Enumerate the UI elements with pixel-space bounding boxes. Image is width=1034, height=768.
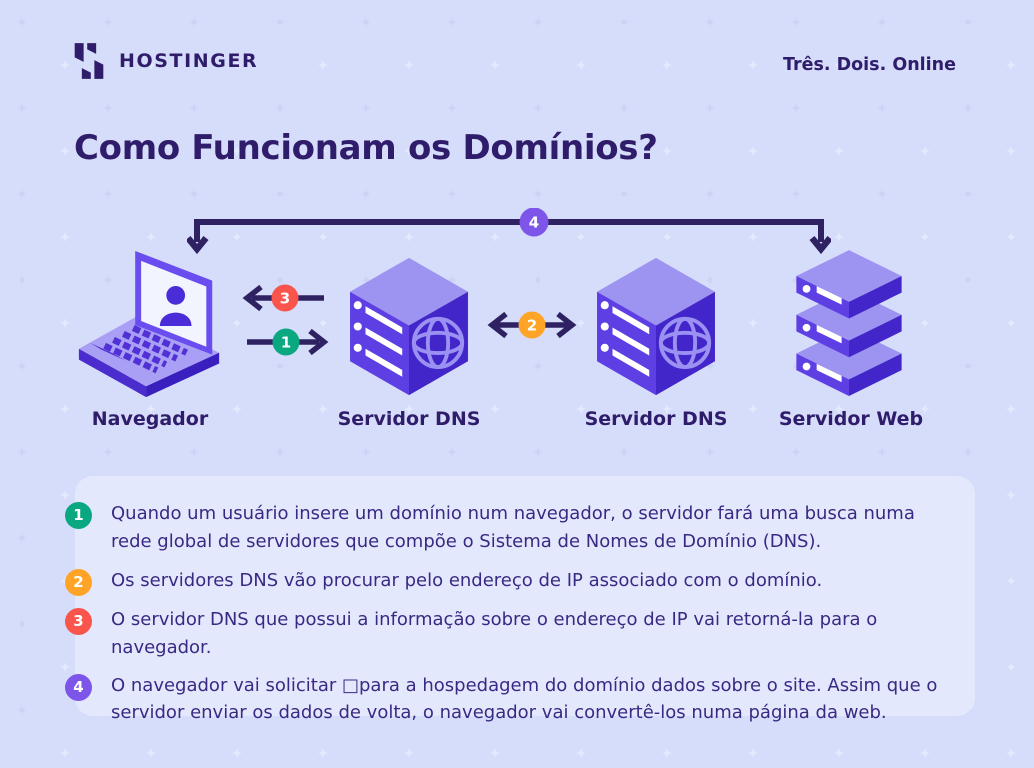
arrow-badge-4-number: 4: [529, 214, 539, 232]
steps-panel: 1 Quando um usuário insere um domínio nu…: [65, 476, 975, 723]
request-arrow-1: 1: [247, 328, 329, 356]
web-server-illustration: [796, 250, 902, 396]
server-slots: [353, 301, 403, 377]
person-icon: [159, 285, 192, 326]
step-badge-2: 2: [65, 569, 92, 597]
server-slots: [600, 301, 650, 377]
dns-server-1-illustration: [350, 257, 468, 396]
globe-icon: [658, 316, 712, 370]
arrow-badge-3-number: 3: [280, 290, 290, 308]
arrow-badge-1: [272, 328, 300, 356]
brand-name: HOSTINGER: [119, 50, 259, 72]
request-route-4-arrow: 4: [187, 208, 831, 255]
arrow-badge-2-number: 2: [527, 317, 537, 335]
step-badge-1: 1: [65, 502, 92, 529]
hostinger-logo: HOSTINGER: [72, 42, 258, 80]
dns-server-2-illustration: [597, 257, 715, 396]
node-label-dns-server-1: Servidor DNS: [337, 408, 481, 430]
step-item-4: 4 O navegador vai solicitar □para a hosp…: [65, 672, 945, 727]
node-label-dns-server-2: Servidor DNS: [584, 408, 728, 430]
step-text-2: Os servidores DNS vão procurar pelo ende…: [111, 570, 823, 592]
arrow-badge-2: [518, 311, 546, 339]
lookup-arrow-2: 2: [487, 311, 577, 339]
hostinger-h-icon: [74, 43, 104, 79]
brand-tagline: Três. Dois. Online: [782, 55, 956, 75]
step-item-1: 1 Quando um usuário insere um domínio nu…: [65, 500, 945, 555]
response-arrow-3: 3: [242, 284, 324, 312]
laptop-illustration: [78, 250, 220, 398]
globe-icon: [411, 316, 465, 370]
step-text-4: O navegador vai solicitar □para a hosped…: [111, 674, 938, 724]
node-label-browser: Navegador: [91, 408, 209, 430]
arrow-badge-1-number: 1: [281, 334, 291, 352]
step-badge-4: 4: [65, 673, 92, 701]
step-text-1: Quando um usuário insere um domínio num …: [111, 503, 915, 552]
page-title: Como Funcionam os Domínios?: [74, 128, 658, 168]
step-text-3: O servidor DNS que possui a informação s…: [111, 609, 878, 658]
step-item-3: 3 O servidor DNS que possui a informação…: [65, 606, 945, 661]
step-badge-3: 3: [65, 608, 92, 636]
arrow-badge-4: [519, 208, 549, 237]
arrow-badge-3: [271, 284, 299, 312]
trackpad: [89, 342, 126, 361]
node-label-web-server: Servidor Web: [778, 408, 924, 430]
step-item-2: 2 Os servidores DNS vão procurar pelo en…: [65, 567, 945, 597]
